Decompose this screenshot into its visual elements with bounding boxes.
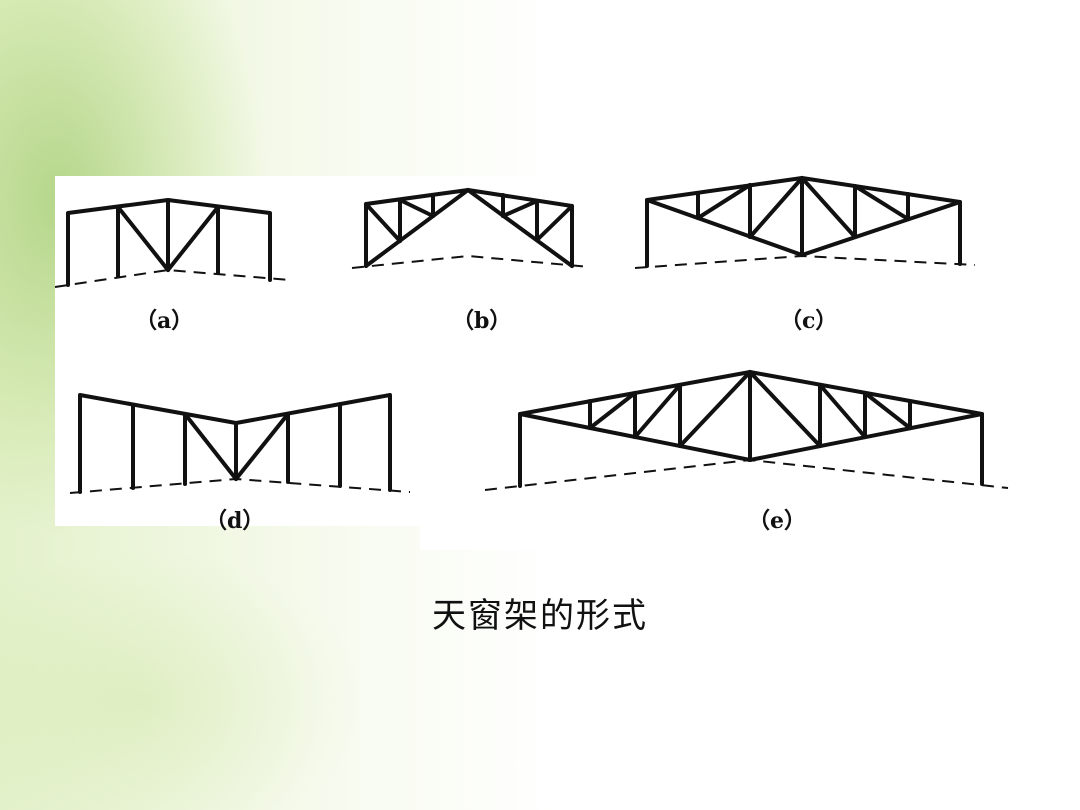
- baseline-c: [634, 254, 976, 269]
- figure-label-b: （b）: [452, 308, 512, 334]
- frame-c: [645, 176, 962, 268]
- baseline-d: [69, 477, 411, 494]
- baseline-b: [351, 254, 591, 269]
- baseline-e: [484, 458, 1009, 491]
- figure-label-a: （a）: [135, 308, 194, 334]
- frame-b: [364, 188, 574, 268]
- figure-label-c: （c）: [780, 308, 838, 334]
- figure-label-e: （e）: [748, 508, 806, 534]
- frame-d: [78, 393, 392, 494]
- frame-e: [518, 370, 984, 488]
- figure-label-d: （d）: [205, 508, 265, 534]
- diagram-caption: 天窗架的形式: [432, 596, 648, 636]
- frame-a: [66, 198, 272, 287]
- baseline-a: [54, 268, 291, 288]
- diagram-panel-extension: [420, 350, 1040, 550]
